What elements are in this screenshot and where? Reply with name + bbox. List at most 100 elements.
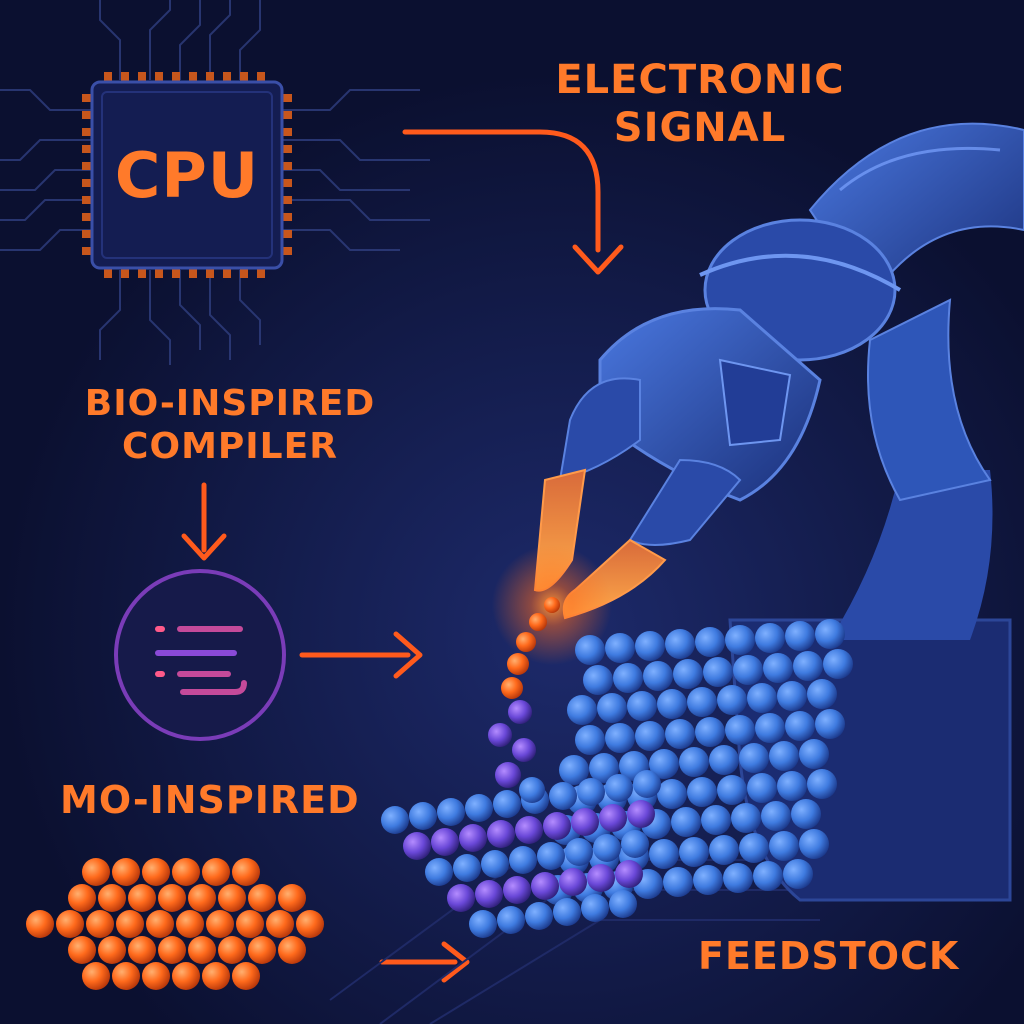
feedstock-bead	[785, 711, 815, 741]
feedstock-orange-bead	[232, 858, 260, 886]
cpu-pin	[223, 72, 231, 82]
feedstock-bead	[465, 794, 493, 822]
cpu-pin	[206, 72, 214, 82]
cpu-pin	[82, 179, 92, 187]
feedstock-bead	[621, 830, 649, 858]
feedstock-orange-bead	[112, 858, 140, 886]
feedstock-bead	[649, 749, 679, 779]
feedstock-bead	[431, 828, 459, 856]
feedstock-bead	[693, 865, 723, 895]
feedstock-bead	[815, 709, 845, 739]
feedstock-bead	[755, 713, 785, 743]
feedstock-bead	[409, 802, 437, 830]
feedstock-bead	[453, 854, 481, 882]
feedstock-bead	[581, 894, 609, 922]
feedstock-orange-bead	[128, 884, 156, 912]
feedstock-orange-bead	[86, 910, 114, 938]
circuit-traces	[0, 0, 430, 365]
arrow-down-icon	[572, 244, 624, 275]
feedstock-orange-bead	[202, 962, 230, 990]
feedstock-bead	[559, 868, 587, 896]
feedstock-bead	[733, 655, 763, 685]
feedstock-orange-bead	[278, 936, 306, 964]
cpu-pin	[82, 230, 92, 238]
falling-bead	[501, 677, 523, 699]
feedstock-bead	[481, 850, 509, 878]
feedstock-bead	[575, 725, 605, 755]
falling-bead	[508, 700, 532, 724]
feedstock-bead	[663, 867, 693, 897]
feedstock-bead	[543, 812, 571, 840]
feedstock-bead	[777, 771, 807, 801]
cpu-pin	[282, 196, 292, 204]
cpu-pin	[155, 268, 163, 278]
feedstock-orange-bead	[128, 936, 156, 964]
feedstock-bead	[553, 898, 581, 926]
feedstock-bead	[777, 681, 807, 711]
feedstock-bead	[627, 800, 655, 828]
feedstock-bead	[687, 687, 717, 717]
feedstock-bead	[703, 657, 733, 687]
feedstock-orange-bead	[142, 858, 170, 886]
feedstock-orange-bead	[56, 910, 84, 938]
falling-bead	[495, 762, 521, 788]
cpu-chip-icon	[90, 80, 284, 270]
mo-inspired-label: MO-INSPIRED	[60, 778, 360, 822]
feedstock-bead	[381, 806, 409, 834]
feedstock-orange-bead	[206, 910, 234, 938]
feedstock-bead	[665, 719, 695, 749]
feedstock-bead	[635, 721, 665, 751]
feedstock-bead	[717, 775, 747, 805]
cpu-pin	[121, 268, 129, 278]
feedstock-bead	[793, 651, 823, 681]
feedstock-orange-bead	[116, 910, 144, 938]
feedstock-bead	[785, 621, 815, 651]
feedstock-bead	[615, 860, 643, 888]
feedstock-orange-bead	[266, 910, 294, 938]
feedstock-bead	[769, 741, 799, 771]
feedstock-bead	[679, 747, 709, 777]
bead-cluster	[26, 597, 853, 990]
compiler-label: BIO-INSPIRED COMPILER	[60, 382, 400, 468]
arrow-down-icon	[181, 533, 227, 561]
feedstock-bead	[503, 876, 531, 904]
feedstock-bead	[425, 858, 453, 886]
feedstock-orange-bead	[142, 962, 170, 990]
feedstock-bead	[605, 774, 633, 802]
feedstock-bead	[613, 663, 643, 693]
feedstock-orange-bead	[158, 884, 186, 912]
cpu-pin	[282, 247, 292, 255]
cpu-pin	[282, 213, 292, 221]
cpu-pin	[138, 72, 146, 82]
feedstock-orange-bead	[82, 962, 110, 990]
cpu-pin	[282, 179, 292, 187]
feedstock-bead	[649, 839, 679, 869]
cpu-pin	[189, 268, 197, 278]
feedstock-bead	[739, 833, 769, 863]
cpu-label: CPU	[114, 138, 260, 212]
feedstock-bead	[753, 861, 783, 891]
cpu-pin	[240, 72, 248, 82]
feedstock-bead	[687, 777, 717, 807]
falling-bead	[512, 738, 536, 762]
cpu-pin	[82, 247, 92, 255]
arrow-right-icon	[393, 631, 423, 679]
feedstock-bead	[695, 627, 725, 657]
cpu-pin	[104, 72, 112, 82]
feedstock-bead	[769, 831, 799, 861]
feedstock-bead	[493, 790, 521, 818]
cpu-pin	[82, 111, 92, 119]
feedstock-orange-bead	[232, 962, 260, 990]
falling-bead	[516, 632, 536, 652]
feedstock-bead	[565, 838, 593, 866]
feedstock-orange-bead	[188, 884, 216, 912]
feedstock-bead	[605, 633, 635, 663]
feedstock-bead	[755, 623, 785, 653]
cpu-pin	[155, 72, 163, 82]
feedstock-bead	[537, 842, 565, 870]
cpu-pin	[282, 111, 292, 119]
cpu-pin	[82, 94, 92, 102]
feedstock-bead	[807, 769, 837, 799]
feedstock-orange-bead	[296, 910, 324, 938]
